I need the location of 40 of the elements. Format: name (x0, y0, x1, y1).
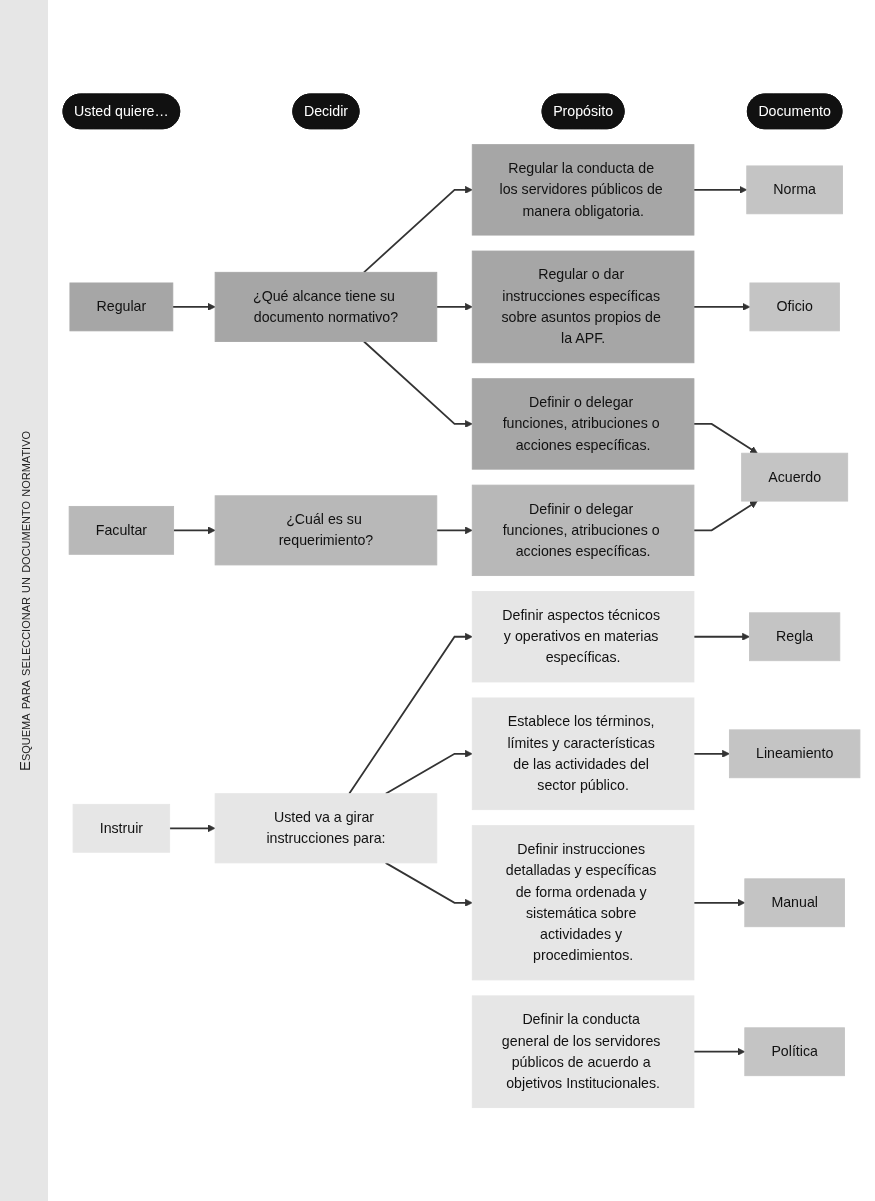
arrow (168, 824, 216, 832)
arrow (435, 526, 473, 534)
node-box: ¿Qué alcance tiene su documento normativo? (214, 271, 438, 342)
node-box: ¿Cuál es su requerimiento? (214, 495, 438, 566)
node-box: Definir aspectos técnicos y operativos en materias específicas. (471, 590, 695, 683)
node-box: Definir la conducta general de los servidores públicos de acuerdo a objetivos Institucionales. (471, 995, 695, 1108)
node-box: Regular (69, 282, 174, 331)
node-box: Manual (744, 878, 845, 927)
node-box: Establece los términos, límites y características de las actividades del sector público. (471, 697, 695, 810)
node-box: Regla (749, 612, 841, 661)
arrow (363, 185, 473, 273)
arrow (693, 185, 748, 194)
arrow (693, 1047, 746, 1056)
arrow (348, 632, 473, 795)
node-box: Regular o dar instrucciones específicas sobre asuntos propios de la APF. (471, 250, 695, 363)
node-box: Definir o delegar funciones, atribuciones o acciones específicas. (471, 484, 695, 576)
arrow (172, 526, 216, 534)
node-box: Instruir (72, 803, 171, 853)
node-box: Facultar (68, 505, 175, 555)
arrow (171, 302, 216, 311)
arrow (363, 340, 473, 428)
arrow (384, 861, 473, 907)
node-box: Acuerdo (741, 452, 849, 502)
arrow (693, 422, 758, 454)
arrow (693, 500, 758, 531)
arrow (693, 302, 751, 311)
node-box: Norma (746, 165, 843, 214)
node-box: Usted va a girar instrucciones para: (214, 792, 438, 863)
diagram-title: Esquema para seleccionar un documento normativo (15, 430, 33, 771)
node-box: Definir o delegar funciones, atribuciones o acciones específicas. (471, 377, 695, 470)
node-box: Regular la conducta de los servidores públicos de manera obligatoria. (471, 143, 695, 236)
arrow (693, 632, 750, 641)
arrow (435, 302, 473, 311)
node-box: Lineamiento (728, 729, 861, 778)
arrow (693, 749, 730, 758)
arrow (693, 898, 746, 907)
node-box: Definir instrucciones detalladas y específicas de forma ordenada y sistemática sobre actividades y procedimientos. (471, 824, 695, 980)
arrow (384, 749, 473, 795)
node-box: Oficio (749, 282, 840, 331)
node-box: Política (744, 1027, 845, 1076)
